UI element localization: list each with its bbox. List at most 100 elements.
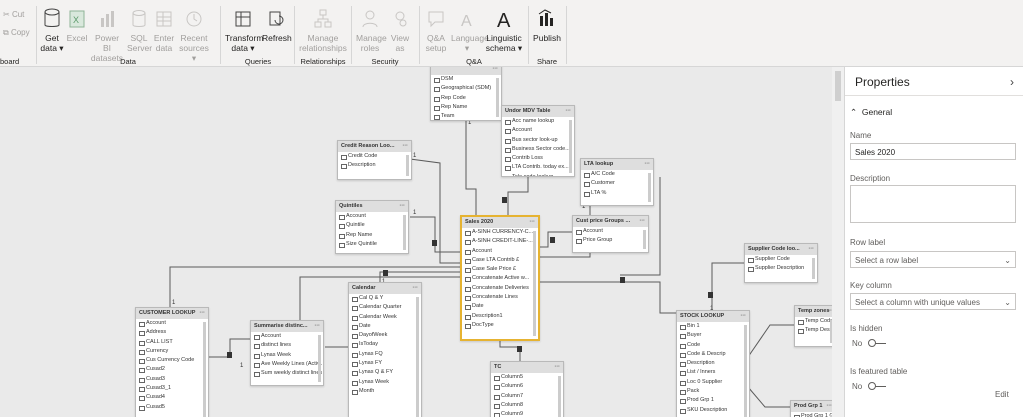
table-field[interactable]: Column8: [491, 401, 563, 410]
table-field[interactable]: Cusad3: [136, 375, 208, 384]
table-card-scrollbar[interactable]: [830, 320, 832, 343]
table-card-header[interactable]: TC···: [491, 362, 563, 373]
table-field[interactable]: Size Quintile: [336, 240, 408, 249]
table-field[interactable]: A-SINH CURRENCY-C...: [462, 228, 538, 237]
table-field[interactable]: Prod Grp 1 Code: [791, 412, 832, 417]
table-card-header[interactable]: LTA lookup···: [581, 159, 653, 170]
key-column-dropdown[interactable]: Select a column with unique values⌄: [850, 293, 1016, 310]
language-button[interactable]: A Language▾: [451, 4, 489, 53]
table-field[interactable]: Description: [677, 359, 749, 368]
table-field[interactable]: Cusad2: [136, 365, 208, 374]
table-field[interactable]: DayofWeek: [349, 331, 421, 340]
table-field[interactable]: Price Group: [573, 236, 648, 245]
table-card-header[interactable]: Summarise distinc...···: [251, 321, 323, 332]
scroll-thumb[interactable]: [835, 71, 841, 101]
publish-button[interactable]: Publish: [533, 4, 561, 43]
table-field[interactable]: Calendar Quarter: [349, 303, 421, 312]
table-card-scrollbar[interactable]: [496, 78, 499, 117]
table-field[interactable]: Loc 0 Supplier: [677, 378, 749, 387]
is-featured-toggle[interactable]: No: [852, 382, 887, 391]
table-field[interactable]: Case LTA Contrib £: [462, 256, 538, 265]
table-field[interactable]: Cal Q & Y: [349, 294, 421, 303]
more-options-icon[interactable]: ···: [492, 67, 499, 72]
edit-link[interactable]: Edit: [995, 390, 1009, 399]
table-field[interactable]: Rep Name: [431, 103, 501, 112]
table-card-scrollbar[interactable]: [403, 215, 406, 250]
table-card-header[interactable]: Temp zones···: [795, 306, 832, 317]
table-field[interactable]: Geographical (SDM): [431, 84, 501, 93]
table-field[interactable]: Cusad3_1: [136, 384, 208, 393]
more-options-icon[interactable]: ···: [826, 308, 833, 314]
table-field[interactable]: Account: [462, 247, 538, 256]
more-options-icon[interactable]: ···: [399, 203, 406, 209]
table-field[interactable]: Supplier Description: [745, 264, 817, 273]
table-card-header[interactable]: ···: [431, 67, 501, 75]
table-field[interactable]: Contrib Loss: [502, 154, 574, 163]
table-card-prodgrp[interactable]: Prod Grp 1···Prod Grp 1 Code: [790, 400, 832, 417]
table-field[interactable]: Account: [502, 126, 574, 135]
table-field[interactable]: Currency: [136, 347, 208, 356]
table-field[interactable]: Date: [349, 322, 421, 331]
more-options-icon[interactable]: ···: [412, 285, 419, 291]
table-card-header[interactable]: Supplier Code loo...···: [745, 244, 817, 255]
table-field[interactable]: Team: [431, 112, 501, 120]
table-field[interactable]: LTA %: [581, 189, 653, 198]
table-card-scrollbar[interactable]: [533, 231, 536, 336]
more-options-icon[interactable]: ···: [826, 403, 833, 409]
table-field[interactable]: Business Sector code...: [502, 145, 574, 154]
table-field[interactable]: SKU Description: [677, 406, 749, 415]
table-card-scrollbar[interactable]: [812, 258, 815, 279]
table-field[interactable]: Lynas Week: [251, 351, 323, 360]
refresh-button[interactable]: Refresh: [262, 4, 292, 43]
table-field[interactable]: Prod Grp 1: [677, 396, 749, 405]
more-options-icon[interactable]: ···: [808, 246, 815, 252]
table-field[interactable]: A/C Code: [581, 170, 653, 179]
more-options-icon[interactable]: ···: [565, 108, 572, 114]
row-label-dropdown[interactable]: Select a row label⌄: [850, 251, 1016, 268]
table-field[interactable]: distinct lines: [251, 341, 323, 350]
table-card-scrollbar[interactable]: [558, 376, 561, 417]
table-card-header[interactable]: CUSTOMER LOOKUP···: [136, 308, 208, 319]
table-card-scrollbar[interactable]: [416, 297, 419, 417]
table-field[interactable]: Description: [338, 161, 411, 170]
more-options-icon[interactable]: ···: [199, 310, 206, 316]
table-field[interactable]: Lynas Week: [349, 378, 421, 387]
table-field[interactable]: Concatenate Deliveries: [462, 284, 538, 293]
table-card-header[interactable]: Quintiles···: [336, 201, 408, 212]
table-field[interactable]: Account: [336, 212, 408, 221]
table-field[interactable]: Account: [251, 332, 323, 341]
table-field[interactable]: Ave Weekly Lines (Activ...: [251, 360, 323, 369]
table-field[interactable]: LTA Contrib. today ex...: [502, 163, 574, 172]
table-field[interactable]: Buyer: [677, 331, 749, 340]
table-card-scrollbar[interactable]: [203, 322, 206, 417]
is-hidden-toggle[interactable]: No: [852, 339, 887, 348]
table-field[interactable]: Acc name lookup: [502, 117, 574, 126]
table-field[interactable]: Pack: [677, 387, 749, 396]
table-field[interactable]: Temp Descrip: [795, 326, 832, 335]
table-field[interactable]: Description1: [462, 312, 538, 321]
cut-button[interactable]: ✂ Cut: [3, 10, 25, 19]
more-options-icon[interactable]: ···: [554, 364, 561, 370]
table-card-scrollbar[interactable]: [569, 120, 572, 173]
table-field[interactable]: DocType: [462, 321, 538, 330]
table-field[interactable]: List / Inners: [677, 368, 749, 377]
canvas-scrollbar[interactable]: [832, 67, 844, 417]
table-field[interactable]: Address: [136, 328, 208, 337]
more-options-icon[interactable]: ···: [529, 219, 536, 225]
